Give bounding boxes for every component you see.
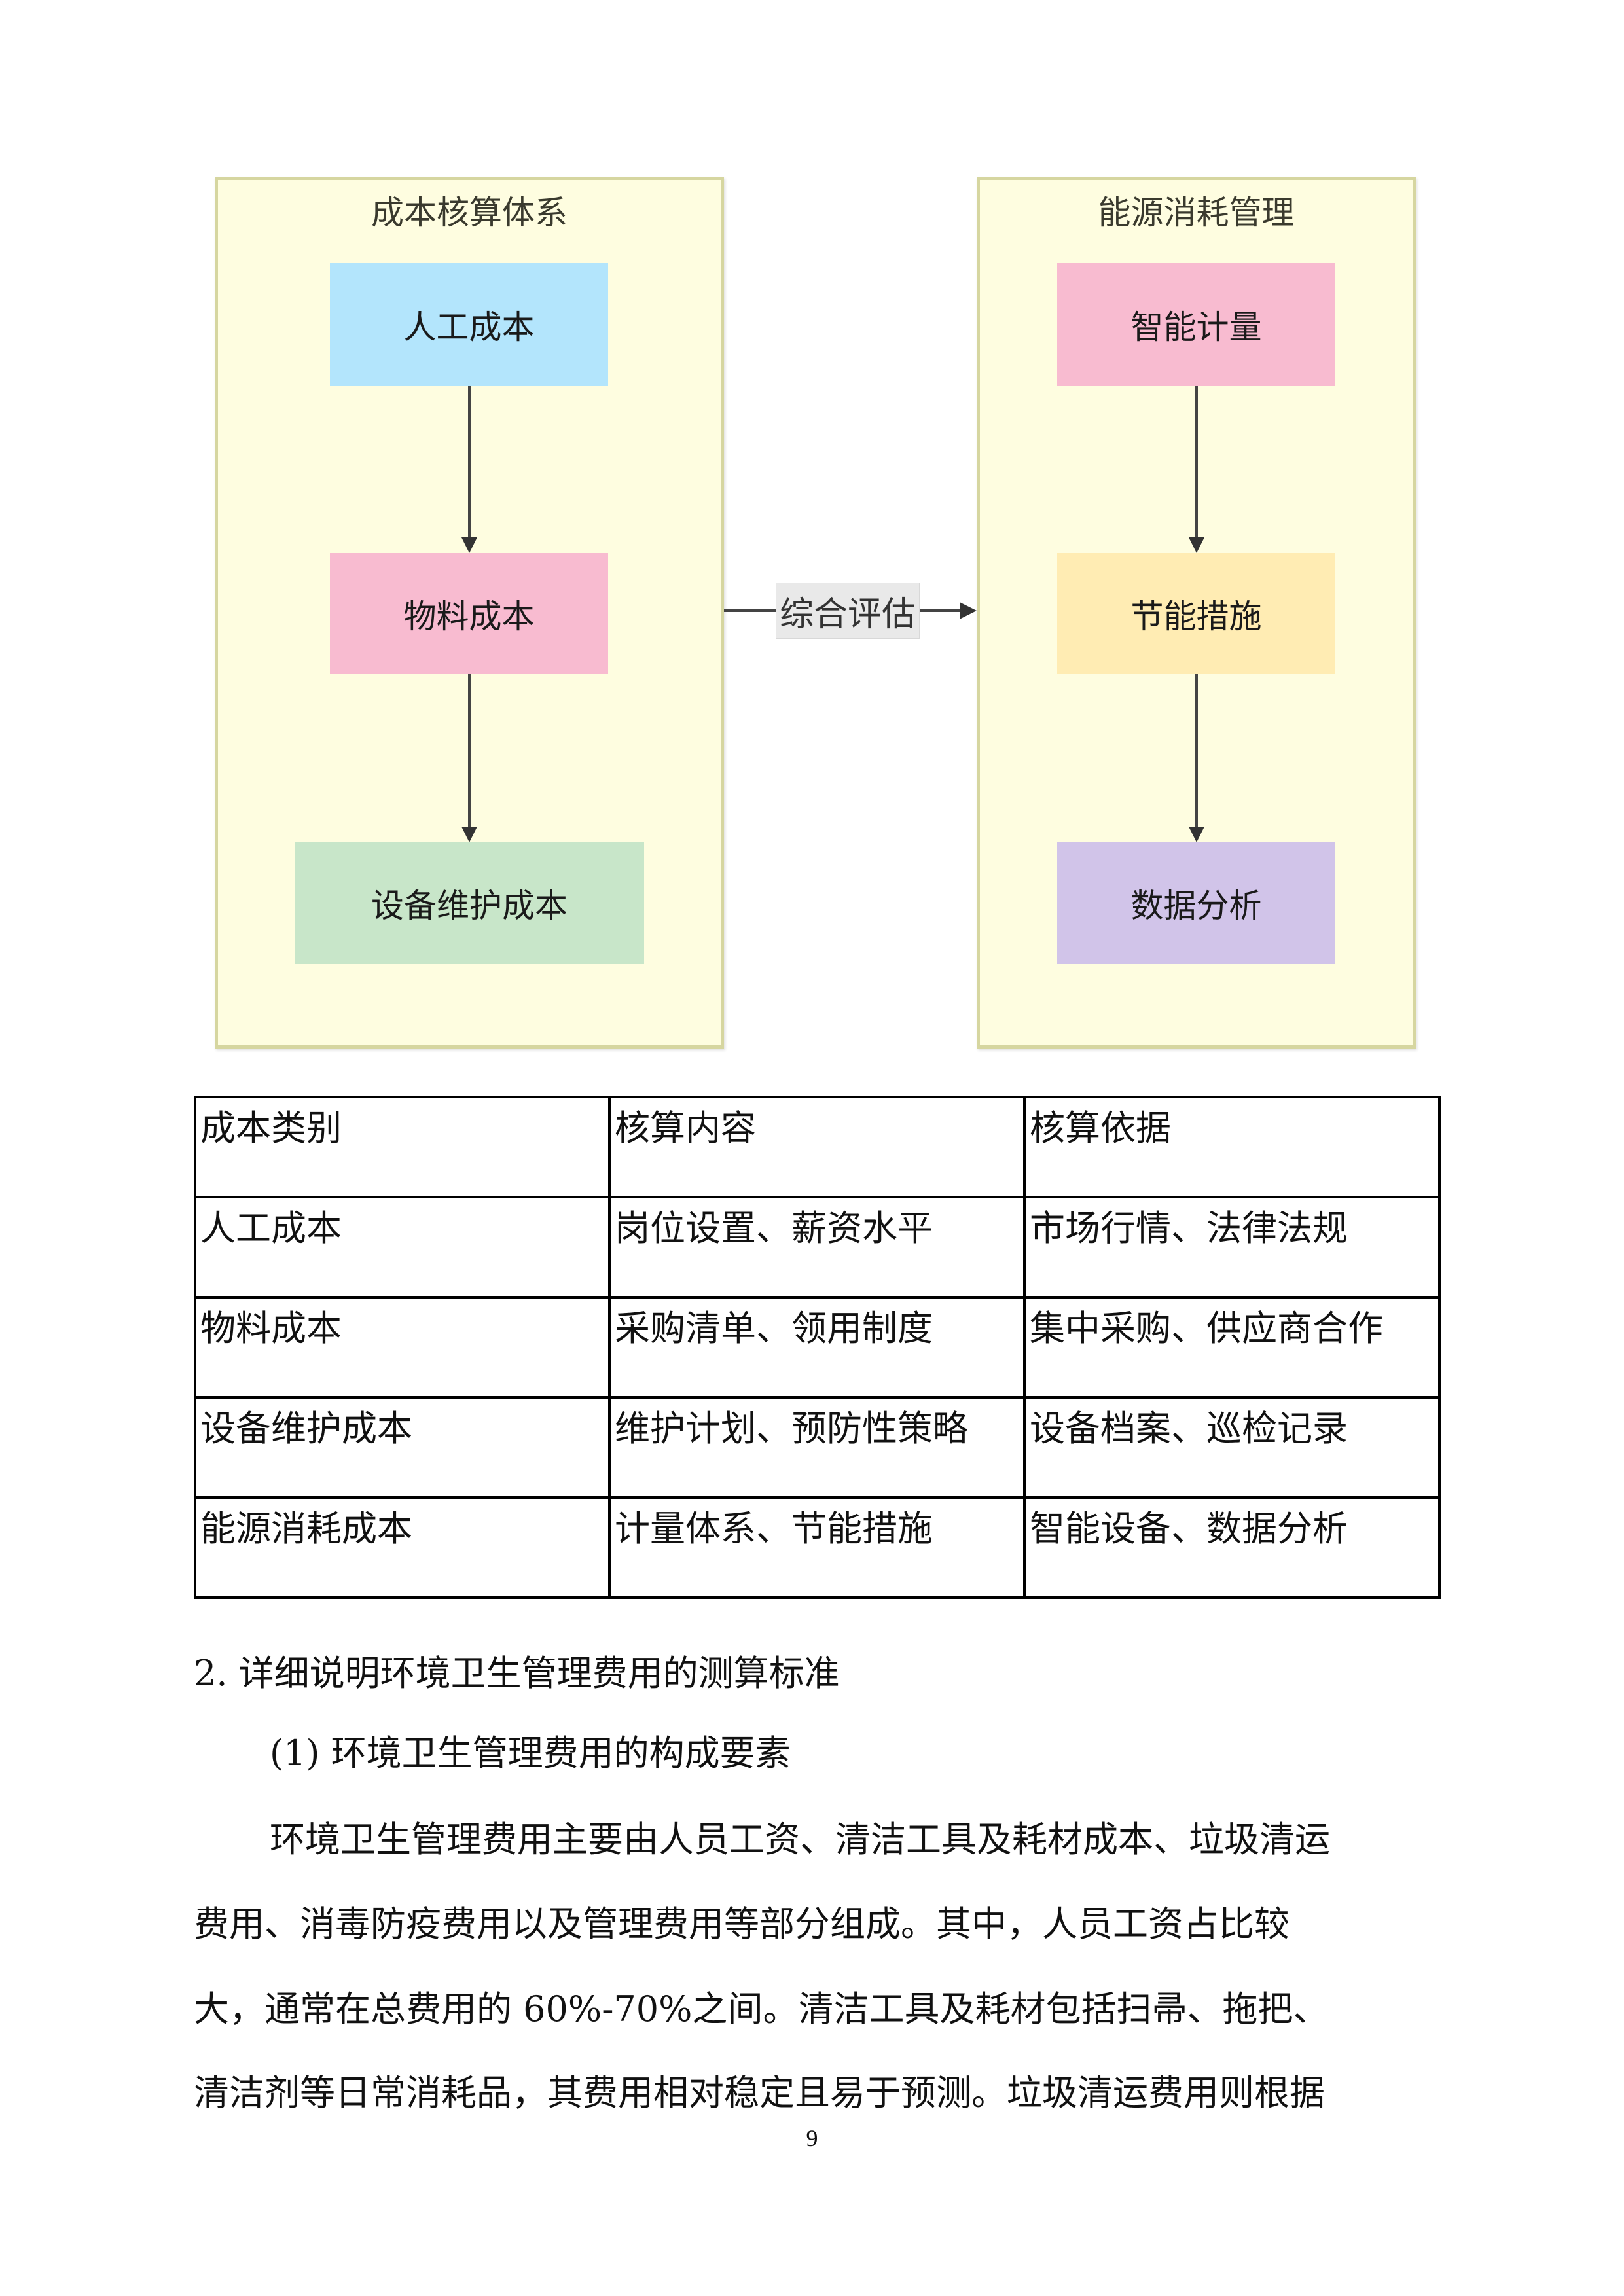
arrow-down-icon xyxy=(461,827,477,842)
node-material-cost: 物料成本 xyxy=(330,553,608,674)
cost-table: 成本类别 核算内容 核算依据 人工成本 岗位设置、薪资水平 市场行情、法律法规 … xyxy=(194,1096,1441,1599)
table-cell: 岗位设置、薪资水平 xyxy=(608,1196,1026,1299)
table-cell: 人工成本 xyxy=(194,1196,611,1299)
table-cell: 设备档案、巡检记录 xyxy=(1023,1396,1441,1499)
paragraph-line: 清洁剂等日常消耗品，其费用相对稳定且易于预测。垃圾清运费用则根据 xyxy=(194,2072,1325,2113)
page-number: 9 xyxy=(806,2125,818,2151)
section-heading: 2. 详细说明环境卫生管理费用的测算标准 xyxy=(194,1653,840,1694)
edge-label-comprehensive-evaluation: 综合评估 xyxy=(776,583,920,639)
paragraph-line: 环境卫生管理费用主要由人员工资、清洁工具及耗材成本、垃圾清运 xyxy=(270,1819,1330,1860)
node-labor-cost: 人工成本 xyxy=(330,263,608,386)
table-cell: 市场行情、法律法规 xyxy=(1023,1196,1441,1299)
table-row: 物料成本 采购清单、领用制度 集中采购、供应商合作 xyxy=(194,1296,1441,1399)
arrow-down-icon xyxy=(1189,827,1204,842)
table-header-cell: 核算依据 xyxy=(1023,1096,1441,1198)
paragraph-line: 费用、消毒防疫费用以及管理费用等部分组成。其中，人员工资占比较 xyxy=(194,1903,1290,1945)
table-row: 能源消耗成本 计量体系、节能措施 智能设备、数据分析 xyxy=(194,1496,1441,1599)
table-header-cell: 核算内容 xyxy=(608,1096,1026,1198)
section-subheading: (1) 环境卫生管理费用的构成要素 xyxy=(270,1732,791,1774)
table-header-cell: 成本类别 xyxy=(194,1096,611,1198)
node-energy-saving: 节能措施 xyxy=(1057,553,1335,674)
paragraph-line: 大，通常在总费用的 60%-70%之间。清洁工具及耗材包括扫帚、拖把、 xyxy=(194,1988,1329,2030)
table-cell: 物料成本 xyxy=(194,1296,611,1399)
table-cell: 能源消耗成本 xyxy=(194,1496,611,1599)
table-cell: 维护计划、预防性策略 xyxy=(608,1396,1026,1499)
node-equipment-maintenance-cost: 设备维护成本 xyxy=(295,842,644,964)
table-cell: 计量体系、节能措施 xyxy=(608,1496,1026,1599)
connector-line xyxy=(468,386,471,537)
arrow-right-icon xyxy=(960,602,977,619)
cost-accounting-group-title: 成本核算体系 xyxy=(371,194,568,232)
node-data-analysis: 数据分析 xyxy=(1057,842,1335,964)
connector-line xyxy=(1195,386,1198,537)
connector-line xyxy=(1195,674,1198,827)
energy-management-group-title: 能源消耗管理 xyxy=(1098,194,1295,232)
node-smart-metering: 智能计量 xyxy=(1057,263,1335,386)
connector-line xyxy=(468,674,471,827)
table-cell: 智能设备、数据分析 xyxy=(1023,1496,1441,1599)
arrow-down-icon xyxy=(461,537,477,553)
table-cell: 设备维护成本 xyxy=(194,1396,611,1499)
table-row: 设备维护成本 维护计划、预防性策略 设备档案、巡检记录 xyxy=(194,1396,1441,1499)
table-header-row: 成本类别 核算内容 核算依据 xyxy=(194,1096,1441,1198)
table-cell: 采购清单、领用制度 xyxy=(608,1296,1026,1399)
arrow-down-icon xyxy=(1189,537,1204,553)
table-row: 人工成本 岗位设置、薪资水平 市场行情、法律法规 xyxy=(194,1196,1441,1299)
table-cell: 集中采购、供应商合作 xyxy=(1023,1296,1441,1399)
